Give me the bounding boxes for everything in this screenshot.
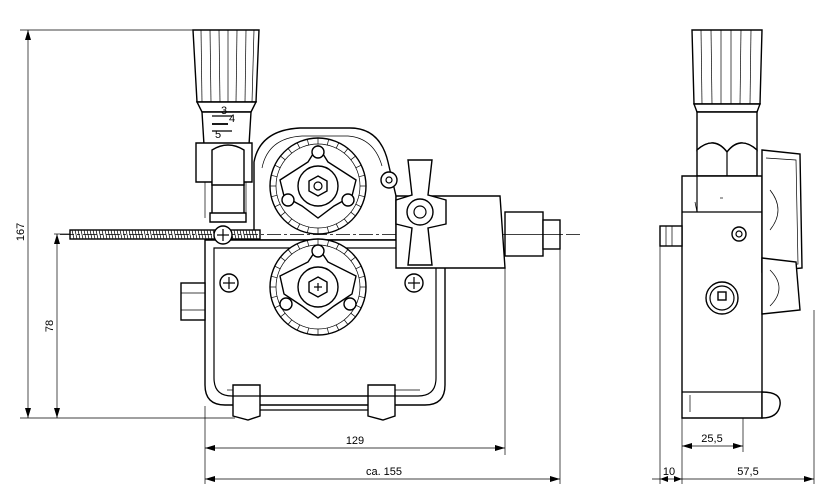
side-nut xyxy=(180,282,206,321)
side-screw xyxy=(731,226,747,242)
dim-side-gap: 10 xyxy=(663,466,675,478)
screw-right-upper xyxy=(380,171,398,189)
front-dimensions: 167 78 129 ca. 155 xyxy=(15,29,561,484)
dim-side-depth: 57,5 xyxy=(737,466,758,478)
lower-drive-roller[interactable] xyxy=(269,238,367,336)
dim-height-axis: 78 xyxy=(44,320,56,332)
side-dimensions: 25,5 10 57,5 xyxy=(652,246,815,484)
scale-mark-3: 3 xyxy=(221,105,227,117)
dim-width-body: 129 xyxy=(346,435,364,447)
side-bearing xyxy=(705,281,739,315)
scale-mark-5: 5 xyxy=(215,129,221,141)
pressure-knob[interactable] xyxy=(192,29,260,113)
side-view xyxy=(659,29,803,419)
dim-height-total: 167 xyxy=(15,223,27,241)
dim-side-offset: 25,5 xyxy=(701,433,722,445)
pressure-scale: 3 4 5 xyxy=(201,105,252,146)
scale-mark-4: 4 xyxy=(229,113,235,125)
front-view: 3 4 5 xyxy=(60,29,583,421)
tension-lever[interactable] xyxy=(395,159,447,266)
screw-right-lower xyxy=(404,273,424,293)
upper-drive-roller[interactable] xyxy=(269,137,367,235)
side-pressure-knob[interactable] xyxy=(691,29,763,113)
screw-left-lower xyxy=(219,273,239,293)
screw-left-upper xyxy=(213,225,233,245)
dim-width-total: ca. 155 xyxy=(366,466,402,478)
pressure-arm xyxy=(195,142,253,223)
